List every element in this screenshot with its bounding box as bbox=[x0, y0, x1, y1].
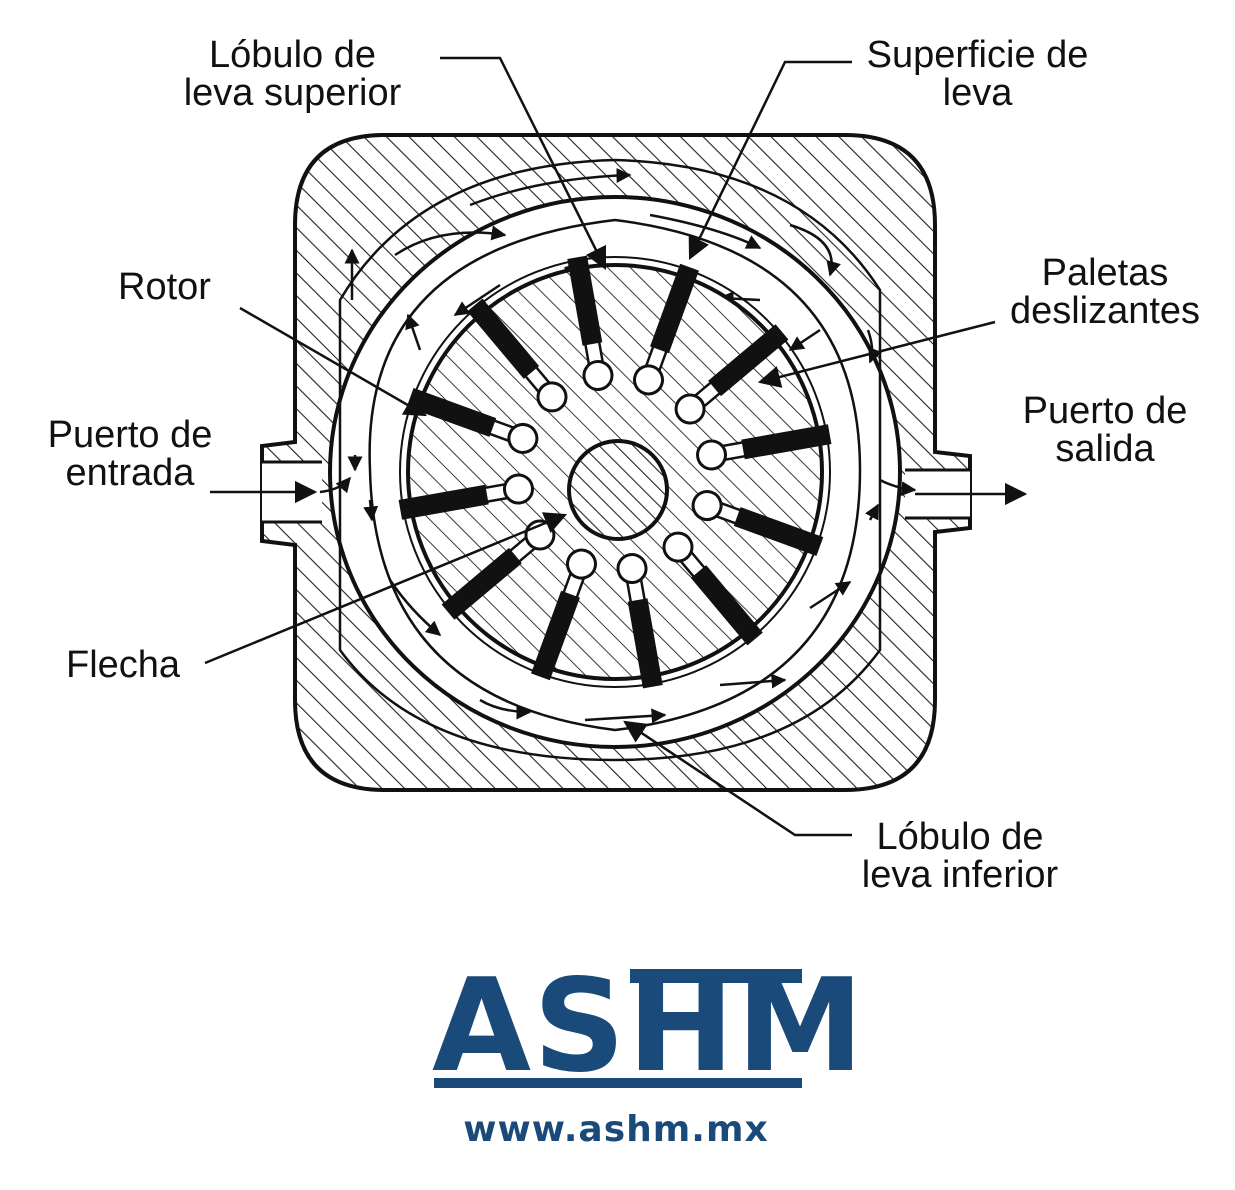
label-superficie-leva-line1: Superficie de bbox=[866, 34, 1089, 76]
vane bbox=[633, 263, 699, 396]
shaft bbox=[567, 439, 669, 541]
label-paletas-line2: deslizantes bbox=[1009, 290, 1201, 332]
leader-paletas bbox=[757, 320, 996, 388]
label-lobulo-inferior: Lóbulo de leva inferior bbox=[840, 818, 1080, 894]
logo-bar-top bbox=[630, 969, 802, 983]
label-flecha-line1: Flecha bbox=[66, 644, 181, 686]
label-lobulo-superior-line1: Lóbulo de bbox=[209, 34, 376, 76]
label-puerto-entrada-line1: Puerto de bbox=[47, 414, 213, 456]
label-superficie-leva: Superficie de leva bbox=[850, 36, 1105, 112]
ashm-logo: ASHM www.ashm.mx bbox=[430, 963, 864, 1155]
label-lobulo-inferior-line1: Lóbulo de bbox=[876, 816, 1044, 858]
label-lobulo-superior: Lóbulo de leva superior bbox=[165, 36, 420, 112]
logo-wordmark: ASHM bbox=[432, 952, 866, 1101]
vane bbox=[674, 324, 789, 425]
vane bbox=[567, 255, 614, 391]
leader-superficie bbox=[688, 60, 852, 261]
leader-flecha bbox=[204, 512, 568, 665]
vane bbox=[467, 298, 568, 413]
vane bbox=[696, 424, 832, 471]
vane bbox=[531, 548, 597, 681]
leader-lobulo-inferior bbox=[623, 720, 852, 837]
label-rotor: Rotor bbox=[118, 268, 211, 306]
label-lobulo-superior-line2: leva superior bbox=[183, 72, 402, 114]
label-paletas: Paletas deslizantes bbox=[995, 254, 1215, 330]
vanes bbox=[398, 255, 832, 689]
logo-url: www.ashm.mx bbox=[463, 1109, 769, 1150]
logo-bar-bottom bbox=[434, 1078, 802, 1088]
label-puerto-salida: Puerto de salida bbox=[1005, 392, 1205, 468]
leader-lobulo-superior bbox=[440, 56, 607, 271]
label-puerto-entrada-line2: entrada bbox=[65, 452, 195, 494]
label-paletas-line1: Paletas bbox=[1041, 252, 1169, 294]
vane bbox=[441, 519, 556, 620]
label-superficie-leva-line2: leva bbox=[942, 72, 1013, 114]
vane bbox=[398, 473, 534, 520]
vane bbox=[616, 553, 663, 689]
leader-lines bbox=[204, 56, 996, 837]
label-puerto-salida-line2: salida bbox=[1055, 428, 1155, 470]
label-puerto-entrada: Puerto de entrada bbox=[30, 416, 230, 492]
vane bbox=[662, 531, 763, 646]
leader-rotor bbox=[239, 306, 427, 417]
label-rotor-line1: Rotor bbox=[118, 266, 211, 308]
vane bbox=[406, 388, 539, 454]
vane bbox=[691, 490, 824, 556]
label-puerto-salida-line1: Puerto de bbox=[1022, 390, 1188, 432]
label-flecha: Flecha bbox=[66, 646, 180, 684]
label-lobulo-inferior-line2: leva inferior bbox=[861, 854, 1059, 896]
